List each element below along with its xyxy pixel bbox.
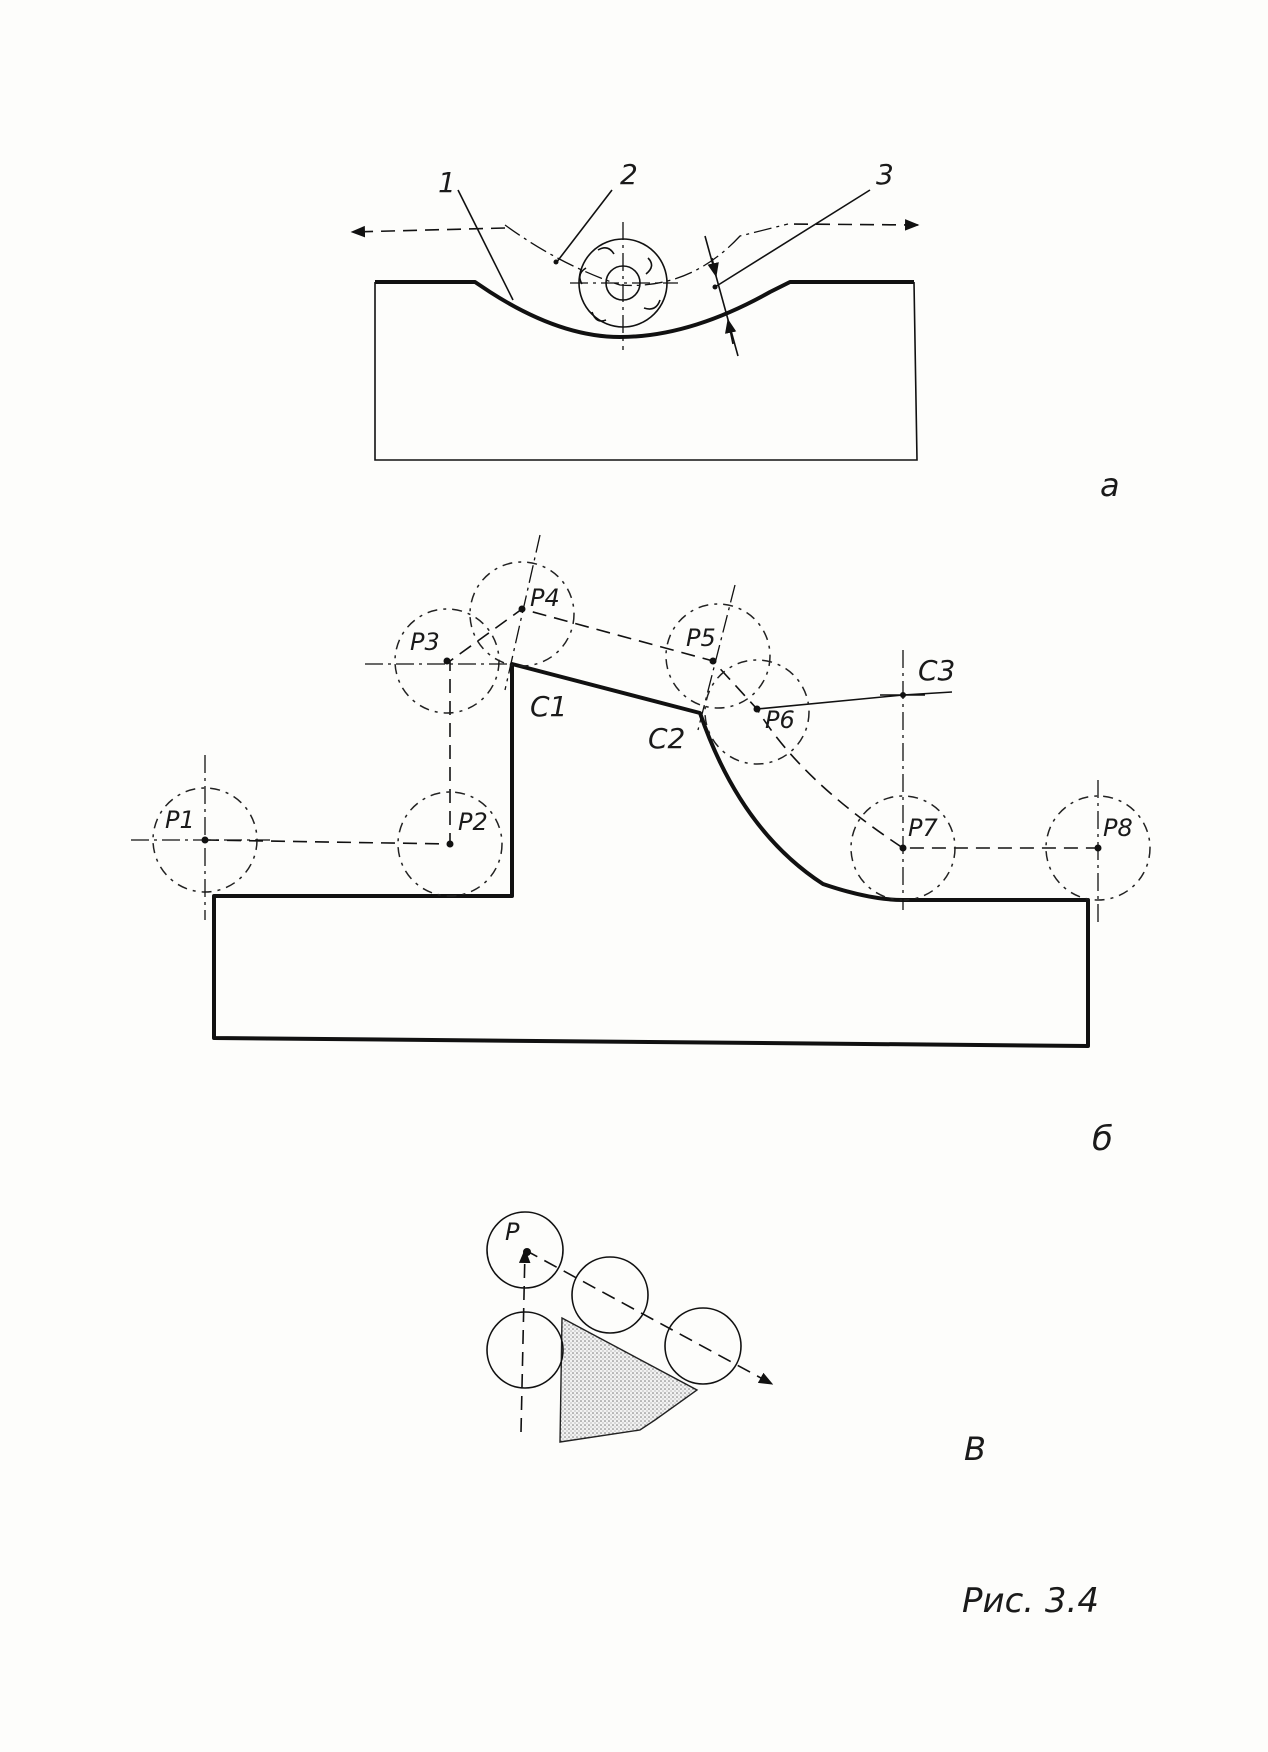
feed-arrow-left (350, 225, 506, 238)
milling-cutter-icon (578, 238, 668, 328)
point-label-p2: P2 (458, 808, 488, 836)
cutter-position-p2 (397, 791, 503, 897)
workpiece-a-profile (375, 280, 914, 339)
leader-2 (555, 189, 613, 264)
panel-a: 1 2 3 а (350, 158, 1120, 504)
offset-arrow-top (707, 257, 719, 278)
cutter-position-p7 (850, 650, 956, 910)
offset-dimension (704, 235, 739, 357)
corner-label-c1: C1 (530, 690, 567, 723)
panel-c-label: В (964, 1430, 986, 1468)
cutter-circle-top (486, 1211, 564, 1289)
cutter-position-p3 (365, 608, 520, 714)
cutter-position-p8 (1045, 780, 1151, 925)
cutter-circle-bottom (486, 1311, 564, 1389)
leader-label-2: 2 (620, 158, 638, 191)
point-label-p3: P3 (410, 628, 440, 656)
point-label-p6: P6 (765, 706, 795, 734)
departure-path (524, 1249, 774, 1385)
point-label-p8: P8 (1103, 814, 1133, 842)
tool-path (204, 608, 1098, 849)
point-label-p7: P7 (908, 814, 938, 842)
leader-label-1: 1 (438, 166, 456, 199)
cutter-position-p1 (131, 755, 270, 920)
panel-b: P1 P2 P3 P4 P5 P6 P7 P8 C1 C2 C3 б (131, 534, 1151, 1159)
shaded-corner (559, 1316, 699, 1443)
workpiece-a-outline (374, 281, 918, 461)
point-p-marker (523, 1248, 531, 1256)
cutter-position-p5 (665, 584, 771, 731)
cutter-position-p4 (469, 534, 575, 691)
panel-c: P В (486, 1211, 986, 1468)
workpiece-b-outline (212, 662, 1090, 1048)
point-label-p1: P1 (165, 806, 195, 834)
point-label-p5: P5 (686, 624, 716, 652)
panel-a-label: а (1100, 466, 1120, 504)
leader-1 (457, 189, 514, 301)
leader-label-3: 3 (876, 158, 894, 191)
cutter-circle-mid (571, 1256, 649, 1334)
approach-path (518, 1248, 531, 1433)
figure-caption: Рис. 3.4 (962, 1581, 1099, 1621)
feed-arrow-right (787, 219, 920, 231)
point-label-p4: P4 (530, 584, 560, 612)
offset-arrow-bottom (725, 318, 737, 345)
panel-b-label: б (1092, 1119, 1113, 1159)
cutter-path (504, 223, 789, 287)
cutter-circle-right (664, 1307, 742, 1385)
corner-label-c3: C3 (918, 654, 955, 687)
point-label-p: P (505, 1218, 520, 1246)
corner-label-c2: C2 (648, 722, 685, 755)
cutter-position-p6 (704, 659, 810, 765)
leader-3 (714, 189, 871, 288)
